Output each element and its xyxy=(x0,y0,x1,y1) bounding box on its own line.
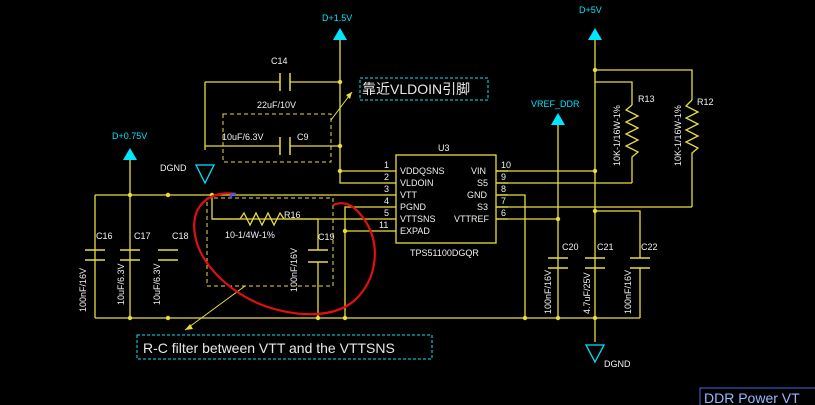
net-label-d15v: D+1.5V xyxy=(322,13,352,23)
pin-name: S5 xyxy=(477,178,488,188)
rail-d15v: D+1.5V xyxy=(322,13,352,40)
pin-name: EXPAD xyxy=(400,226,430,236)
title-block-text: DDR Power VT xyxy=(704,390,800,405)
ref-c19: C19 xyxy=(318,232,335,242)
capacitor-c17: C17 10uF/6.3V xyxy=(116,231,151,305)
vldoin-note: 靠近VLDOIN引脚 xyxy=(362,81,470,97)
dashed-box-rc xyxy=(206,197,334,287)
pin-number: 9 xyxy=(501,172,506,182)
annotation-leader xyxy=(184,285,246,331)
capacitor-c22: C22 100nF/16V xyxy=(623,242,658,318)
power-arrow-icon xyxy=(588,28,602,40)
capacitor-c16: C16 100nF/16V xyxy=(78,231,113,312)
rc-filter-note: R-C filter between VTT and the VTTSNS xyxy=(143,340,395,356)
red-highlight-circle xyxy=(193,192,376,316)
pin-number: 4 xyxy=(384,196,389,206)
resistor-r12: R12 10K-1/16W-1% xyxy=(673,97,714,166)
net-label-d5v: D+5V xyxy=(579,5,602,15)
ic-right-pins: 10 VIN 9 S5 8 GND 7 S3 6 VTTREF xyxy=(454,160,511,224)
value-c21: 4.7uF/25V xyxy=(582,272,592,314)
highlight-start-mark xyxy=(229,192,237,199)
title-block: DDR Power VT xyxy=(699,387,815,405)
annotation-box xyxy=(136,334,433,360)
ref-c14: C14 xyxy=(271,56,288,66)
value-c16: 100nF/16V xyxy=(78,268,88,312)
ref-c16: C16 xyxy=(96,231,113,241)
ground-right: DGND xyxy=(584,344,631,369)
pin-name: VTTREF xyxy=(454,214,490,224)
net-label-dgnd-left: DGND xyxy=(160,163,187,173)
capacitor-c18-left: C18 10uF/6.3V xyxy=(152,231,189,305)
net-label-d075v: D+0.75V xyxy=(112,131,147,141)
junctions xyxy=(127,67,598,321)
ref-c21: C21 xyxy=(597,242,614,252)
pin-number: 1 xyxy=(384,160,389,170)
value-c14: 22uF/10V xyxy=(257,100,296,110)
pin-number: 6 xyxy=(501,208,506,218)
pin-number: 5 xyxy=(384,208,389,218)
resistor-r13: R13 10K-1/16W-1% xyxy=(612,94,655,166)
ref-c9: C9 xyxy=(297,132,309,142)
pin-name: VTT xyxy=(400,190,418,200)
value-c19: 100nF/16V xyxy=(289,248,299,292)
value-r12: 10K-1/16W-1% xyxy=(673,105,683,166)
ic-body xyxy=(395,154,497,244)
ref-r16: R16 xyxy=(284,210,301,220)
power-arrow-icon xyxy=(123,148,137,160)
power-arrow-icon xyxy=(551,113,565,125)
ref-c22: C22 xyxy=(641,242,658,252)
ref-c17: C17 xyxy=(134,231,151,241)
resistor-r16: R16 10-1/4W-1% xyxy=(212,210,301,240)
ground-symbol-icon xyxy=(194,164,216,185)
capacitor-c21: C21 4.7uF/25V xyxy=(582,242,614,314)
pin-number: 11 xyxy=(379,220,388,230)
ref-r13: R13 xyxy=(638,94,655,104)
value-c17: 10uF/6.3V xyxy=(116,263,126,305)
annotation-rc-filter: R-C filter between VTT and the VTTSNS xyxy=(136,197,433,360)
pin-name: S3 xyxy=(477,202,488,212)
power-arrow-icon xyxy=(333,28,347,40)
capacitor-c14: C14 22uF/10V xyxy=(257,56,296,110)
ic-u3: U3 TPS51100DGQR 1 VDDQSNS 2 VLDOIN 3 VTT… xyxy=(379,143,511,258)
rail-vref-ddr: VREF_DDR xyxy=(531,99,580,125)
ic-ref: U3 xyxy=(438,143,450,153)
pin-name: VIN xyxy=(471,166,486,176)
value-c18-left: 10uF/6.3V xyxy=(152,263,162,305)
pin-name: VLDOIN xyxy=(400,178,434,188)
value-c22: 100nF/16V xyxy=(623,270,633,314)
net-label-dgnd-right: DGND xyxy=(604,359,631,369)
value-r16: 10-1/4W-1% xyxy=(225,230,275,240)
capacitor-c20: C20 100nF/16V xyxy=(543,242,579,318)
capacitor-c9: C9 10uF/6.3V xyxy=(222,132,309,155)
capacitor-c19: C19 100nF/16V xyxy=(289,232,335,292)
ground-symbol-icon xyxy=(584,344,606,364)
pin-name: PGND xyxy=(400,202,427,212)
net-label-vref-ddr: VREF_DDR xyxy=(531,99,580,109)
pin-number: 3 xyxy=(384,184,389,194)
pin-name: GND xyxy=(467,190,488,200)
ic-left-pins: 1 VDDQSNS 2 VLDOIN 3 VTT 4 PGND 5 VTTSNS… xyxy=(379,160,445,236)
pin-name: VDDQSNS xyxy=(400,166,445,176)
title-block-frame xyxy=(699,387,815,405)
pin-number: 7 xyxy=(501,196,506,206)
dashed-box-c9 xyxy=(222,113,332,163)
value-c9: 10uF/6.3V xyxy=(222,132,264,142)
ground-left: DGND xyxy=(160,163,216,185)
pin-number: 10 xyxy=(501,160,511,170)
pin-number: 2 xyxy=(384,172,389,182)
ref-c18-left: C18 xyxy=(172,231,189,241)
pin-name: VTTSNS xyxy=(400,214,436,224)
ic-part-number: TPS51100DGQR xyxy=(410,248,479,258)
pin-number: 8 xyxy=(501,184,506,194)
ref-r12: R12 xyxy=(697,97,714,107)
ref-c20: C20 xyxy=(562,242,579,252)
value-r13: 10K-1/16W-1% xyxy=(612,105,622,166)
rail-d075v: D+0.75V xyxy=(112,131,147,318)
value-c20: 100nF/16V xyxy=(543,270,553,314)
rail-d5v: D+5V xyxy=(579,5,602,40)
annotation-vldoin: 靠近VLDOIN引脚 xyxy=(222,77,489,163)
